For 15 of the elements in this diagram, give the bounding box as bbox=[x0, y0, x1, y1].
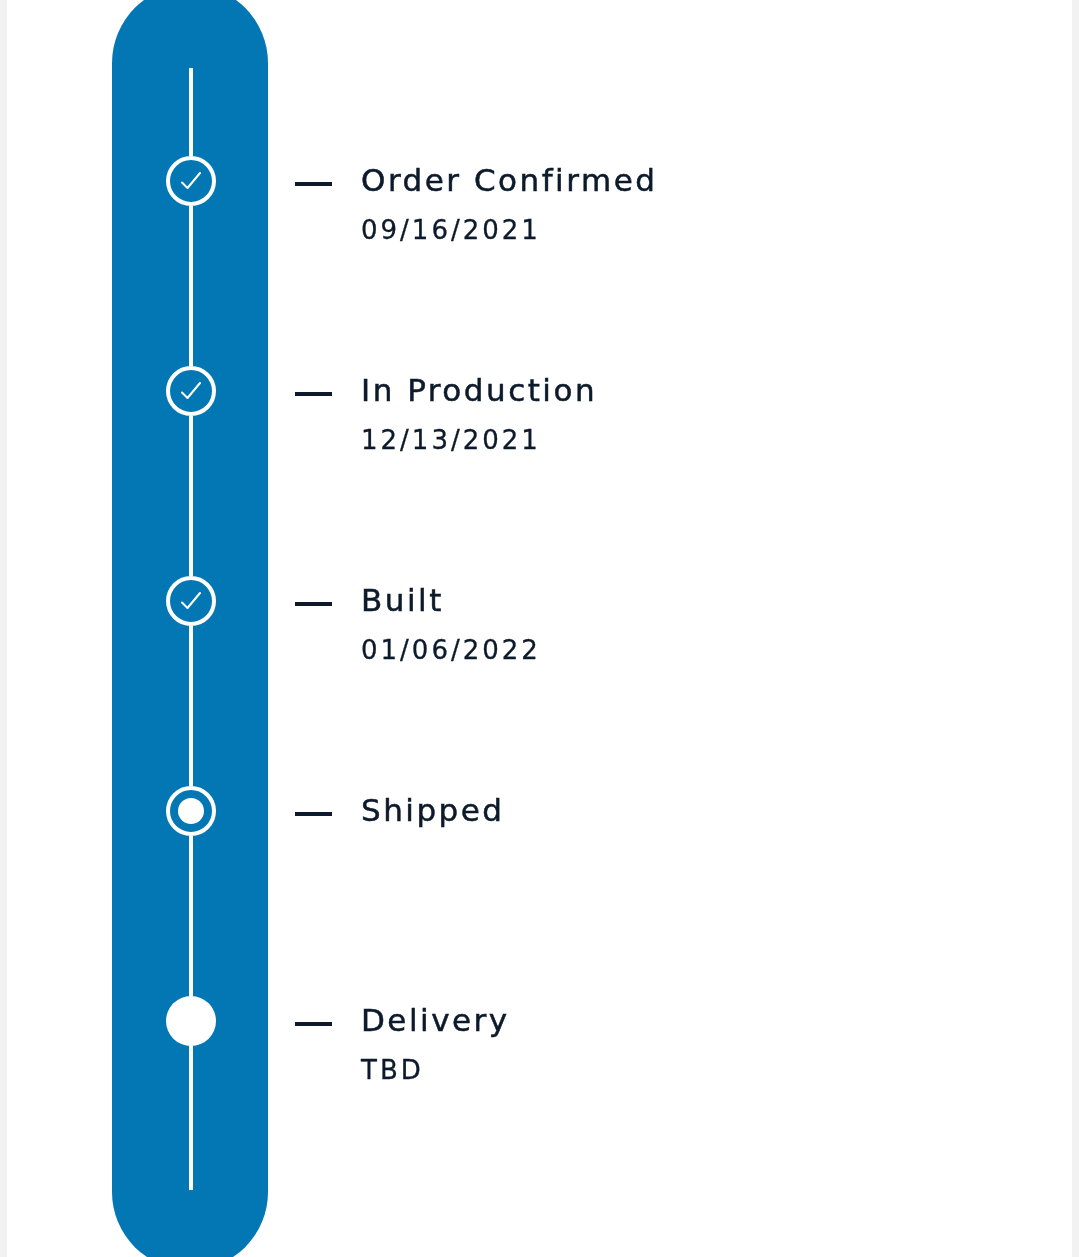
connector-line bbox=[189, 1046, 193, 1190]
connector-line bbox=[189, 836, 193, 996]
connector-line bbox=[189, 68, 193, 156]
connector-line bbox=[189, 416, 193, 576]
step-date: TBD bbox=[361, 1055, 424, 1087]
step-date: 09/16/2021 bbox=[361, 215, 541, 247]
step-date: 01/06/2022 bbox=[361, 635, 541, 667]
connector-line bbox=[189, 206, 193, 366]
connector-line bbox=[189, 626, 193, 786]
step-title: Delivery bbox=[361, 1002, 510, 1040]
step-title: Order Confirmed bbox=[361, 162, 658, 200]
step-title: Shipped bbox=[361, 792, 505, 830]
step-title: In Production bbox=[361, 372, 598, 410]
step-date: 12/13/2021 bbox=[361, 425, 541, 457]
step-title: Built bbox=[361, 582, 444, 620]
